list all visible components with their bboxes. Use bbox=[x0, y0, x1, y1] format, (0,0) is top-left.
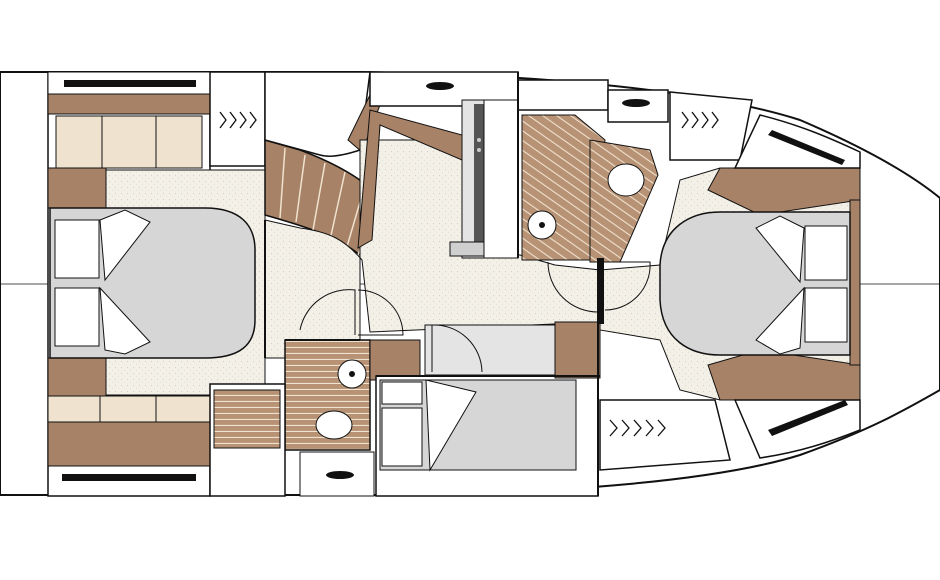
aft-bottom-hatch bbox=[62, 474, 196, 481]
forward-vent-bottom bbox=[599, 399, 731, 471]
aft-top-bench bbox=[55, 115, 203, 169]
aft-head-hatch bbox=[326, 471, 354, 479]
door-swing-aft-head bbox=[299, 289, 356, 335]
forward-cabin-wood-right bbox=[849, 199, 861, 366]
guest-cabin-counter bbox=[424, 324, 556, 376]
interior-walls bbox=[264, 72, 600, 496]
corridor-top-hatch bbox=[426, 82, 454, 90]
aft-head-toilet bbox=[315, 410, 353, 440]
guest-pillow-bottom bbox=[381, 407, 423, 467]
galley-counter bbox=[449, 99, 519, 259]
forward-head-hatch bbox=[622, 99, 650, 107]
door-swings bbox=[299, 261, 651, 373]
aft-bed-sheet-bottom bbox=[99, 286, 151, 355]
aft-pillow-top bbox=[54, 219, 100, 279]
guest-pillow-top bbox=[381, 381, 423, 405]
forward-head-sink-drain bbox=[539, 222, 545, 228]
forward-head-wall bbox=[517, 79, 609, 111]
aft-bottom-bench bbox=[47, 395, 211, 423]
forward-hatch-top bbox=[768, 130, 845, 165]
forward-head bbox=[517, 79, 669, 263]
aft-vent bbox=[209, 71, 266, 167]
aft-cabin bbox=[47, 71, 266, 497]
aft-pillow-bottom bbox=[54, 287, 100, 347]
forward-bulkhead-block bbox=[554, 321, 601, 379]
forward-vent-top bbox=[669, 91, 753, 161]
door-swing-forward-head bbox=[547, 261, 599, 313]
guest-cabin bbox=[375, 324, 599, 497]
aft-bottom-wood-strip bbox=[47, 421, 211, 467]
forward-bulkhead-post bbox=[598, 258, 604, 324]
door-swing-corridor bbox=[357, 289, 404, 336]
aft-locker bbox=[209, 383, 286, 497]
forward-head-toilet bbox=[607, 163, 645, 197]
aft-top-wood-strip bbox=[47, 93, 211, 115]
aft-top-hatch bbox=[64, 80, 196, 87]
aft-bed-mattress bbox=[49, 207, 256, 359]
door-swing-forward-cabin bbox=[604, 261, 651, 311]
aft-bed-sheet-top bbox=[99, 209, 151, 282]
forward-hatch-bottom bbox=[768, 400, 848, 436]
aft-left-wood-upper bbox=[47, 167, 107, 209]
forward-shelf-bottom bbox=[733, 399, 861, 459]
aft-head-wall bbox=[369, 339, 421, 381]
door-swing-guest bbox=[431, 324, 483, 373]
aft-left-wood-lower bbox=[47, 357, 107, 397]
aft-head bbox=[284, 339, 421, 497]
forward-cabin bbox=[599, 114, 861, 459]
forward-pillow-bottom bbox=[804, 287, 848, 343]
aft-head-sink-drain bbox=[349, 371, 355, 377]
staircase-steps bbox=[279, 147, 381, 256]
galley-corridor bbox=[264, 71, 601, 359]
forward-pillow-top bbox=[804, 225, 848, 281]
forward-bed-sheet-top bbox=[755, 215, 805, 284]
guest-bed-sheet bbox=[425, 379, 477, 472]
forward-bed-sheet-bottom bbox=[755, 286, 805, 355]
aft-bed bbox=[49, 207, 256, 359]
